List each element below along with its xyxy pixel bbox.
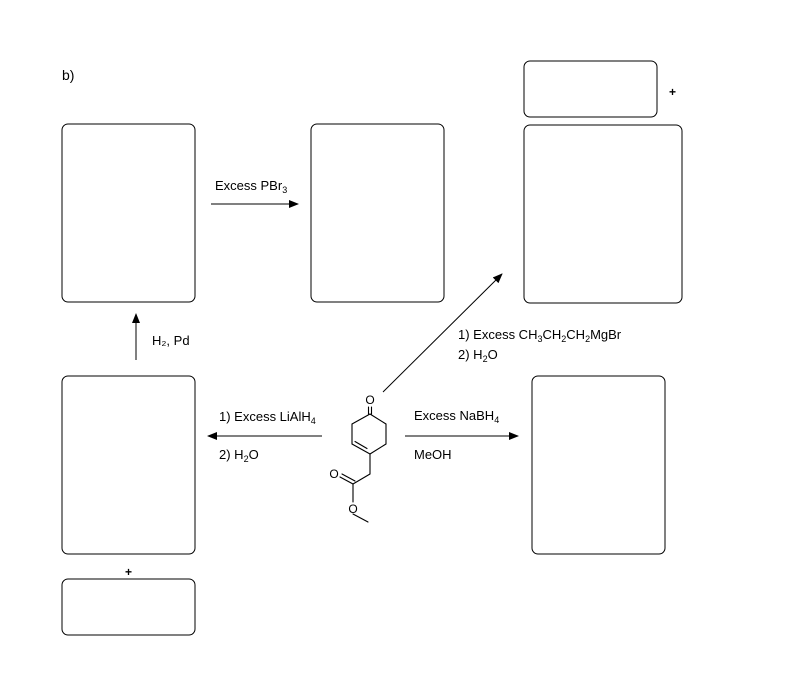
reagent-grignard-step2: 2) H2O xyxy=(458,347,498,364)
answer-box-bottom-left-small[interactable] xyxy=(61,578,196,636)
ketone-oxygen-label: O xyxy=(365,393,374,407)
reagent-lialh4-step2: 2) H2O xyxy=(219,447,259,464)
answer-box-top-right-small[interactable] xyxy=(523,60,658,118)
plus-sign-top: + xyxy=(669,85,677,99)
ester-carbonyl-oxygen-label: O xyxy=(329,467,338,481)
ester-oxygen-label: O xyxy=(348,502,357,516)
part-label: b) xyxy=(62,67,75,83)
reagent-hydrogenation-label: H₂, Pd xyxy=(152,333,190,348)
answer-box-top-right-large[interactable] xyxy=(523,124,683,304)
answer-box-top-left[interactable] xyxy=(61,123,196,303)
reagent-lialh4-step1: 1) Excess LiAlH4 xyxy=(219,409,316,426)
arrow-grignard xyxy=(382,273,503,393)
reagent-nabh4-step2: MeOH xyxy=(414,447,452,462)
reagent-nabh4-step1: Excess NaBH4 xyxy=(414,408,500,425)
answer-box-bottom-right[interactable] xyxy=(531,375,666,555)
starting-material-molecule xyxy=(339,406,387,523)
reagent-pbr3-label: Excess PBr3 xyxy=(215,178,288,195)
answer-box-top-middle[interactable] xyxy=(310,123,445,303)
reagent-grignard-step1: 1) Excess CH3CH2CH2MgBr xyxy=(458,327,622,344)
plus-sign-bottom: + xyxy=(125,565,133,579)
answer-box-bottom-left[interactable] xyxy=(61,375,196,555)
